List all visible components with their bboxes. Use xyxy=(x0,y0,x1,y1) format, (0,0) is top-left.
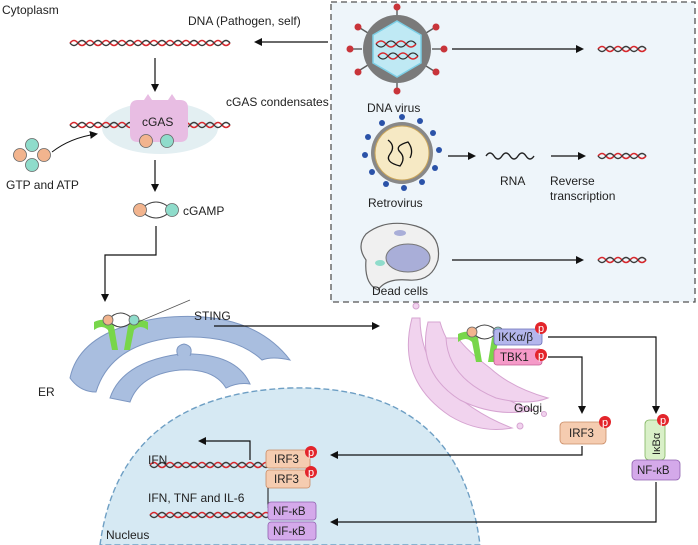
cgas-protein xyxy=(130,94,188,142)
arrow-tbk1-to-irf3 xyxy=(548,356,586,414)
cgamp-molecule xyxy=(133,201,179,219)
dna-strand-virus-product xyxy=(597,45,647,53)
ikk-phospho xyxy=(535,322,547,334)
irf3-dimer-top-phospho xyxy=(305,446,317,458)
retrovirus-label: Retrovirus xyxy=(368,196,423,210)
transcription-label: transcription xyxy=(550,189,615,203)
nfkb-dimer-bottom-label: NF-κB xyxy=(273,526,306,538)
atp-in-cgas xyxy=(160,134,174,148)
arrow-irf3-to-nucleus xyxy=(330,446,583,459)
irf3-dimer-top-label: IRF3 xyxy=(274,454,299,466)
rna-strand xyxy=(485,152,535,160)
gtp-atp-label: GTP and ATP xyxy=(6,178,79,192)
dna-strand-retro-product xyxy=(597,152,647,160)
ikk-label: IKKα/β xyxy=(498,332,533,344)
golgi-label: Golgi xyxy=(514,401,542,415)
dna-virus-icon xyxy=(346,3,448,95)
sting-protein-er xyxy=(94,312,148,350)
reverse-label: Reverse xyxy=(550,174,595,188)
irf3-dimer-top-phospho-label: p xyxy=(308,447,314,459)
irf3-cytoplasm-box xyxy=(559,421,607,445)
cgamp-label: cGAMP xyxy=(183,204,224,218)
dna-strand-top xyxy=(69,39,231,47)
ikba-label: IκBα xyxy=(651,432,663,455)
sting-label: STING xyxy=(194,309,231,323)
gtp-in-cgas xyxy=(139,134,153,148)
arrow-ifn-transcription xyxy=(198,437,251,460)
irf3-dimer-bottom-phospho-label: p xyxy=(308,467,314,479)
irf3-dimer-top xyxy=(265,449,311,469)
irf3-cytoplasm-label: IRF3 xyxy=(569,428,594,440)
irf3-cytoplasm-phospho xyxy=(599,416,611,428)
nucleus-label: Nucleus xyxy=(106,528,149,542)
cytoplasm-label: Cytoplasm xyxy=(2,3,59,17)
irf3-dimer-bottom-phospho xyxy=(305,466,317,478)
arrow-gtp-to-cgas xyxy=(51,130,98,153)
cgas-condensates-label: cGAS condensates xyxy=(226,95,329,109)
irf3-dimer-bottom xyxy=(265,469,311,489)
dead-cell-icon xyxy=(360,222,440,291)
nfkb-dimer-top-label: NF-κB xyxy=(273,506,306,518)
cgas-label: cGAS xyxy=(142,115,173,129)
dna-strand-dead-product xyxy=(597,256,647,264)
sting-pointer xyxy=(137,299,191,323)
nfkb-dimer-top xyxy=(267,501,317,521)
gtp-atp-molecules xyxy=(13,138,51,172)
tbk1-phospho-label: p xyxy=(538,350,544,362)
er-label: ER xyxy=(38,385,55,399)
arrow-nfkb-to-nucleus xyxy=(330,482,657,526)
ikk-box xyxy=(493,328,543,346)
dna-virus-label: DNA virus xyxy=(367,101,420,115)
retrovirus-icon xyxy=(362,114,442,191)
ikba-phospho xyxy=(657,414,669,426)
ifn-tnf-il6-label: IFN, TNF and IL-6 xyxy=(148,491,245,505)
nfkb-cytoplasm-box xyxy=(631,459,681,481)
arrow-ikk-to-ikba xyxy=(548,336,660,414)
irf3-cytoplasm-phospho-label: p xyxy=(602,417,608,429)
nfkb-dimer-bottom xyxy=(267,521,317,541)
endoplasmic-reticulum xyxy=(69,315,292,403)
arrow-cgamp-to-sting xyxy=(101,226,157,302)
tbk1-label: TBK1 xyxy=(500,352,529,364)
ikk-phospho-label: p xyxy=(538,323,544,335)
dead-cells-label: Dead cells xyxy=(372,284,428,298)
ifn-label: IFN xyxy=(148,453,167,467)
rna-label: RNA xyxy=(500,174,525,188)
dna-source-label: DNA (Pathogen, self) xyxy=(188,14,301,28)
tbk1-phospho xyxy=(535,349,547,361)
irf3-dimer-bottom-label: IRF3 xyxy=(274,474,299,486)
nfkb-cytoplasm-label: NF-κB xyxy=(637,465,670,477)
ikba-phospho-label: p xyxy=(660,415,666,427)
